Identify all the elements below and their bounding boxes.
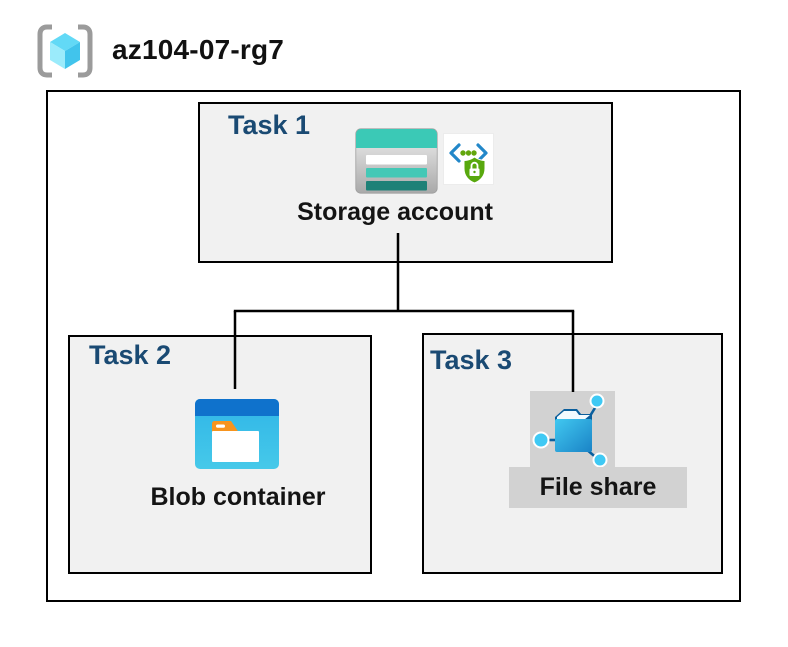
- blob-container-icon: [195, 399, 279, 469]
- file-share-label: File share: [539, 473, 657, 501]
- task2-label: Task 2: [89, 340, 172, 370]
- task1-box: Task 1 Storage account: [198, 102, 613, 263]
- blob-container-label: Blob container: [150, 483, 326, 511]
- file-share-highlight: File share: [509, 467, 687, 508]
- task3-box: Task 3 File share: [422, 333, 723, 574]
- file-share-icon: [530, 391, 615, 467]
- task2-box: Task 2 Blob container: [68, 335, 372, 574]
- resource-group-title: az104-07-rg7: [112, 34, 285, 65]
- secured-access-icon: [443, 133, 494, 185]
- task3-label: Task 3: [430, 345, 513, 375]
- resource-group-icon: [37, 24, 93, 78]
- storage-account-icon: [355, 128, 438, 194]
- storage-account-label: Storage account: [297, 198, 493, 226]
- task1-label: Task 1: [228, 110, 311, 140]
- resource-group-header: az104-07-rg7: [0, 0, 788, 90]
